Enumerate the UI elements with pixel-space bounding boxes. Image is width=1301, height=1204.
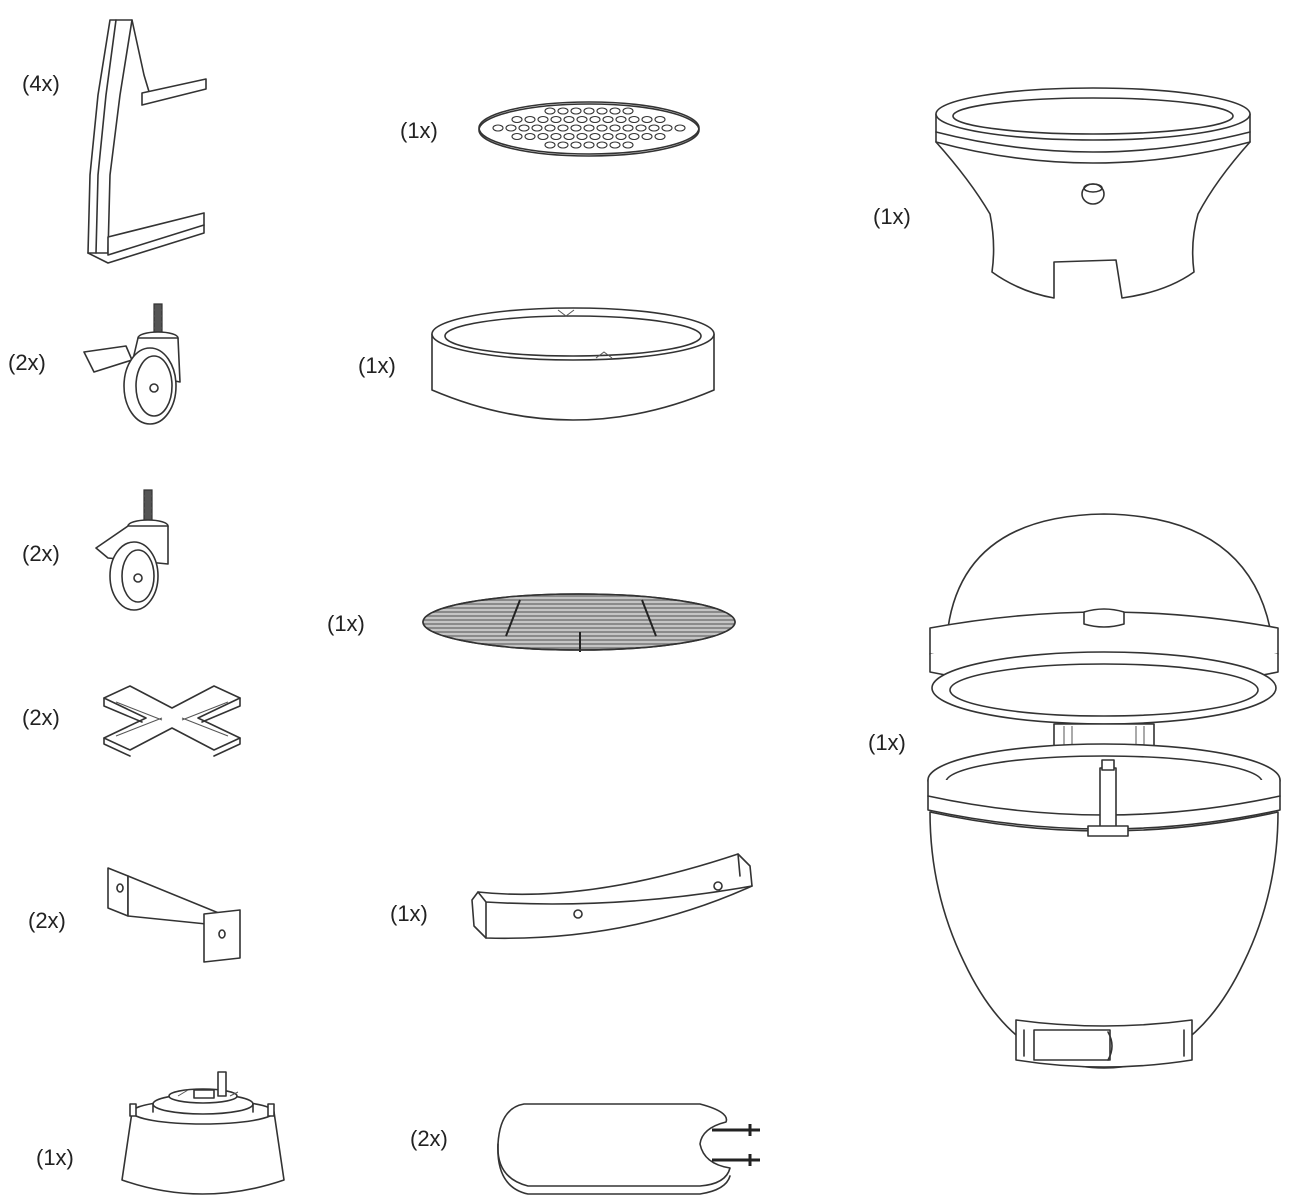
side-shelf-icon — [494, 1098, 766, 1194]
quantity-label-cooking-grid: (1x) — [327, 611, 365, 636]
handle-icon — [468, 846, 758, 946]
quantity-label-fire-ring: (1x) — [358, 353, 396, 378]
cooking-grid-icon — [420, 590, 738, 654]
fire-ring-icon — [428, 304, 718, 426]
cross-brace-icon — [102, 680, 242, 756]
quantity-label-handle: (1x) — [390, 901, 428, 926]
firebox-icon — [930, 84, 1256, 308]
quantity-label-caster: (2x) — [22, 541, 60, 566]
quantity-label-firebox: (1x) — [873, 204, 911, 229]
charcoal-grate-icon — [474, 96, 704, 160]
stand-leg-icon — [80, 15, 210, 265]
quantity-label-charcoal-grate: (1x) — [400, 118, 438, 143]
bottom-vent-icon — [118, 1068, 288, 1202]
locking-caster-icon — [70, 302, 190, 432]
caster-wheel-icon — [88, 488, 188, 618]
quantity-label-grill-body: (1x) — [868, 730, 906, 755]
quantity-label-locking-caster: (2x) — [8, 350, 46, 375]
quantity-label-side-shelf: (2x) — [410, 1126, 448, 1151]
quantity-label-leg: (4x) — [22, 71, 60, 96]
kamado-grill-icon — [924, 512, 1290, 1072]
quantity-label-bracket: (2x) — [28, 908, 66, 933]
bracket-icon — [106, 866, 246, 966]
quantity-label-bottom-vent: (1x) — [36, 1145, 74, 1170]
quantity-label-cross-brace: (2x) — [22, 705, 60, 730]
